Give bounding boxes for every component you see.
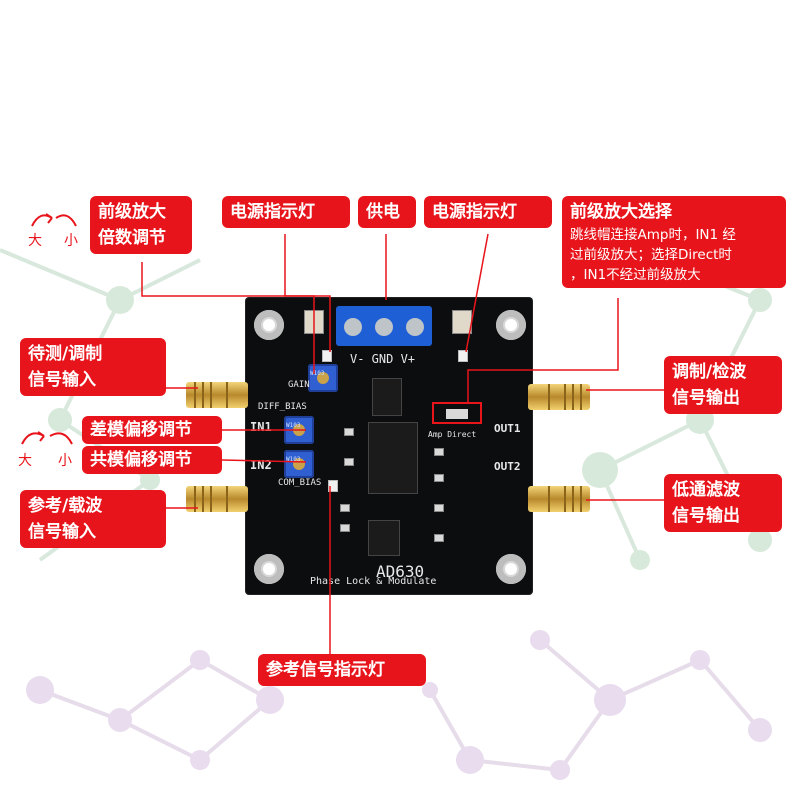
label-line: 信号输出 <box>672 388 740 408</box>
label-line: 差模偏移调节 <box>90 420 192 440</box>
resistor <box>344 428 354 436</box>
board-subtitle-silk: Phase Lock & Modulate <box>310 576 437 587</box>
pot-mark: W103 <box>286 456 301 463</box>
label-ref-input: 参考/载波 信号输入 <box>20 490 166 548</box>
mounting-hole <box>254 554 284 584</box>
rotate-arrows-icon <box>21 431 73 445</box>
out1-silk: OUT1 <box>494 422 521 435</box>
label-signal-input: 待测/调制 信号输入 <box>20 338 166 396</box>
label-common-bias: 共模偏移调节 <box>82 446 222 474</box>
ic-chip-small <box>372 378 402 416</box>
pot-mark: W103 <box>286 422 301 429</box>
ad630-chip <box>368 422 418 494</box>
reference-led <box>328 480 338 492</box>
label-line: 倍数调节 <box>98 228 166 248</box>
mounting-hole <box>496 310 526 340</box>
label-line: 信号输出 <box>672 506 740 526</box>
label-line: 电源指示灯 <box>230 202 315 222</box>
gain-silk: GAIN <box>288 380 310 390</box>
dial-hint-small: 小 <box>58 453 72 469</box>
power-led-left <box>322 350 332 362</box>
label-line: 信号输入 <box>28 522 96 542</box>
label-preamp-select: 前级放大选择 跳线帽连接Amp时，IN1 经 过前级放大；选择Direct时 ，… <box>562 196 786 288</box>
label-line: 共模偏移调节 <box>90 450 192 470</box>
jumper-highlight <box>432 402 482 424</box>
label-line: 参考信号指示灯 <box>266 660 385 680</box>
power-screw-terminal <box>336 306 432 346</box>
label-preamp-gain: 前级放大 倍数调节 <box>90 196 192 254</box>
label-power-led-right: 电源指示灯 <box>424 196 552 228</box>
dial-hint-large: 大 <box>18 453 32 469</box>
label-line: 调制/检波 <box>672 362 747 382</box>
common-bias-potentiometer[interactable] <box>284 450 314 478</box>
label-line: 跳线帽连接Amp时，IN1 经 <box>570 227 736 243</box>
label-line: 参考/载波 <box>28 496 103 516</box>
label-line: 待测/调制 <box>28 344 103 364</box>
power-led-right <box>458 350 468 362</box>
power-pins-silk: V- GND V+ <box>350 352 416 366</box>
label-diff-bias: 差模偏移调节 <box>82 416 222 444</box>
label-ref-led: 参考信号指示灯 <box>258 654 426 686</box>
sma-connector-out1 <box>528 384 590 410</box>
sma-connector-in1 <box>186 382 248 408</box>
label-line: 供电 <box>366 202 400 222</box>
sma-connector-in2 <box>186 486 248 512</box>
label-line: 前级放大 <box>98 202 166 222</box>
sma-connector-out2 <box>528 486 590 512</box>
label-lowpass-output: 低通滤波 信号输出 <box>664 474 782 532</box>
com-bias-silk: COM_BIAS <box>278 478 322 488</box>
label-line: 前级放大选择 <box>570 202 672 222</box>
resistor <box>434 448 444 456</box>
resistor <box>434 474 444 482</box>
resistor <box>434 504 444 512</box>
label-power-led-left: 电源指示灯 <box>222 196 350 228</box>
out2-silk: OUT2 <box>494 460 521 473</box>
label-line: 低通滤波 <box>672 480 740 500</box>
resistor <box>344 458 354 466</box>
resistor <box>434 534 444 542</box>
dial-hint-small: 小 <box>64 233 78 249</box>
label-line: 电源指示灯 <box>432 202 517 222</box>
gain-potentiometer[interactable] <box>308 364 338 392</box>
label-modulate-output: 调制/检波 信号输出 <box>664 356 782 414</box>
label-power-supply: 供电 <box>358 196 416 228</box>
resistor <box>340 524 350 532</box>
pot-mark: W103 <box>310 370 325 377</box>
dial-hint-top: 大 小 <box>26 208 82 250</box>
mounting-hole <box>254 310 284 340</box>
dial-hint-large: 大 <box>28 233 42 249</box>
label-line: 信号输入 <box>28 370 96 390</box>
resistor <box>340 504 350 512</box>
mounting-hole <box>496 554 526 584</box>
amp-direct-silk: Amp Direct <box>428 430 477 439</box>
chip-name-silk: AD630 <box>376 562 425 581</box>
ad630-module-board: V- GND V+ W103 W103 W103 GAIN DIFF_BIAS … <box>246 298 532 594</box>
dial-hint-bottom: 大 小 <box>16 426 78 470</box>
diff-bias-silk: DIFF_BIAS <box>258 402 307 412</box>
rotate-arrows-icon <box>31 213 77 227</box>
label-line: 过前级放大；选择Direct时 <box>570 247 732 263</box>
ic-chip-small <box>368 520 400 556</box>
label-line: ，IN1不经过前级放大 <box>570 267 701 283</box>
